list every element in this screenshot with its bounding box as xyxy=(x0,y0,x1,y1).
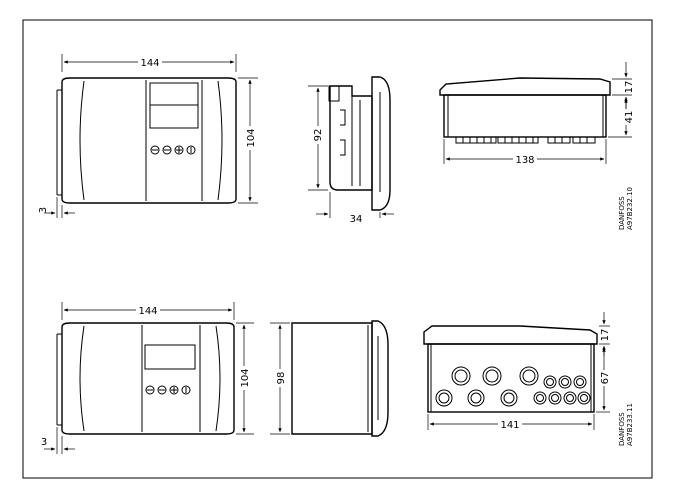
dimension-height-side-bottom: 98 xyxy=(270,322,290,435)
dim-label: 104 xyxy=(240,368,251,387)
dimension-depth-side-top: 34 xyxy=(316,192,394,225)
dimension-body-h-bottom-bottom: 67 xyxy=(596,347,611,413)
dim-label: 144 xyxy=(138,306,157,317)
drawing-frame xyxy=(22,19,653,479)
dim-label: 92 xyxy=(313,129,324,142)
side-view-bottom xyxy=(291,320,389,437)
control-buttons-bottom xyxy=(145,385,191,395)
dimension-wall-front-top: 3 xyxy=(38,197,75,218)
dimension-width-front-top: 144 xyxy=(61,54,237,72)
dim-label: 67 xyxy=(600,372,611,385)
dimension-body-h-bottom-top: 41 xyxy=(608,98,635,138)
control-buttons-top xyxy=(150,145,196,155)
dimension-height-front-bottom: 104 xyxy=(236,322,254,435)
front-view-bottom xyxy=(56,322,235,435)
dim-label: 141 xyxy=(500,420,519,431)
drawing-code-bottom: DANFOSS A97B233.11 xyxy=(618,403,634,446)
dimension-top-h-bottom-bottom: 17 xyxy=(599,312,611,356)
bottom-view-bottom xyxy=(423,325,598,413)
dimension-length-bottom-top: 138 xyxy=(443,139,607,166)
dim-label: 17 xyxy=(624,81,635,94)
front-view-top xyxy=(56,77,237,204)
dim-label: 34 xyxy=(350,214,363,225)
dimension-top-h-bottom-top: 17 xyxy=(612,62,635,112)
dimension-height-side-top: 92 xyxy=(308,85,328,191)
dim-label: 41 xyxy=(624,111,635,124)
dim-label: 144 xyxy=(140,58,159,69)
dimension-length-bottom-bottom: 141 xyxy=(427,414,595,431)
drawing-code: A97B232.10 xyxy=(626,187,634,230)
dim-label: 3 xyxy=(38,207,49,213)
dimension-wall-front-bottom: 3 xyxy=(41,427,75,454)
side-view-top xyxy=(328,76,391,211)
dimension-width-front-bottom: 144 xyxy=(61,302,235,320)
cable-entries xyxy=(435,366,591,407)
brand-label: DANFOSS xyxy=(618,196,626,230)
dim-label: 17 xyxy=(600,329,611,342)
dim-label: 104 xyxy=(246,128,257,147)
dim-label: 98 xyxy=(276,372,287,385)
dim-label: 3 xyxy=(41,437,47,448)
drawing-code-top: DANFOSS A97B232.10 xyxy=(618,187,634,230)
bottom-view-top xyxy=(439,77,611,144)
dimension-height-front-top: 104 xyxy=(238,77,258,204)
drawing-code: A97B233.11 xyxy=(626,403,634,446)
dim-label: 138 xyxy=(515,155,534,166)
terminal-strip-top xyxy=(455,136,596,144)
brand-label: DANFOSS xyxy=(618,412,626,446)
